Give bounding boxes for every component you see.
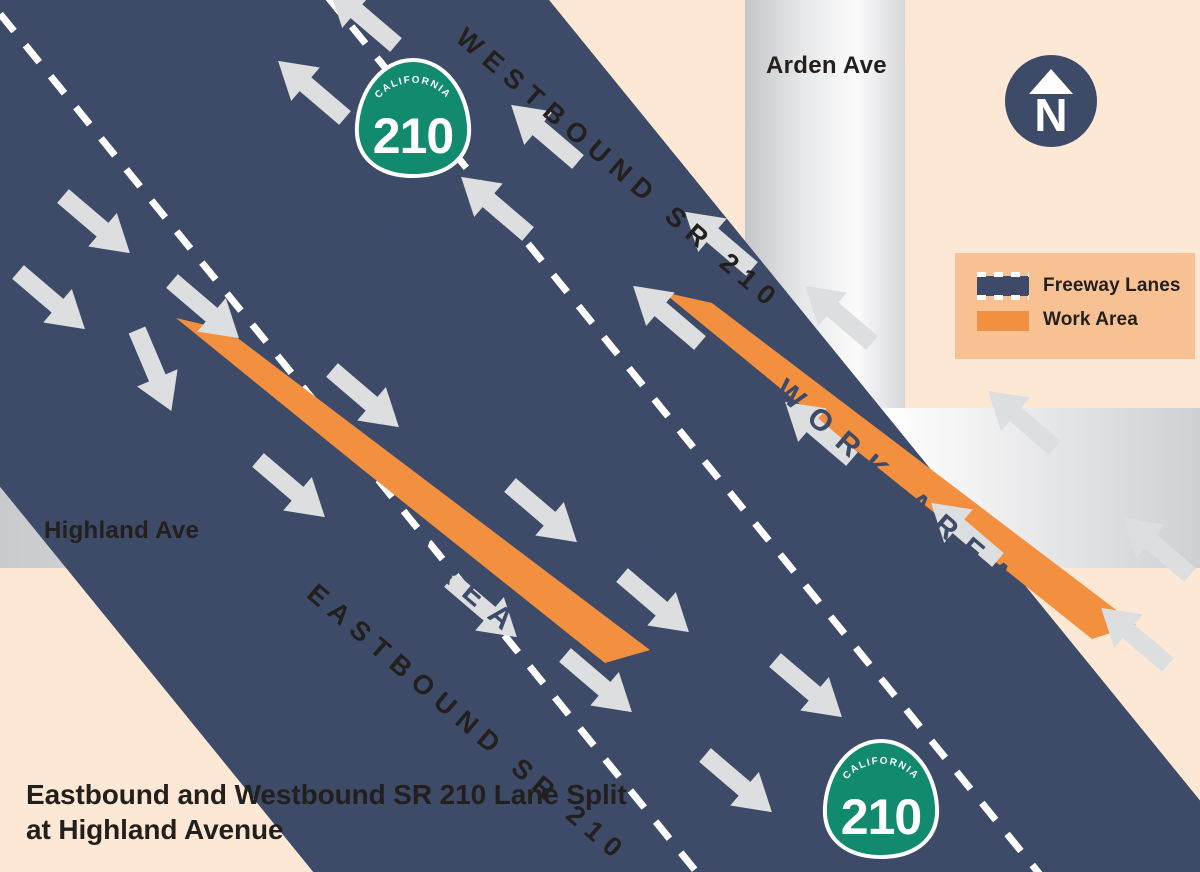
route-shield-eastbound: CALIFORNIA 210	[822, 738, 940, 860]
freeway-lane-swatch	[977, 272, 1029, 300]
map-title-line-2: at Highland Avenue	[26, 814, 284, 845]
legend-label-freeway-lanes: Freeway Lanes	[1043, 275, 1181, 296]
freeway-lane-dash-bottom	[977, 295, 1029, 300]
street-label-highland-ave: Highland Ave	[44, 517, 200, 544]
street-label-arden-ave: Arden Ave	[766, 52, 887, 79]
freeway-lane-dash-top	[977, 272, 1029, 277]
legend-item-work-area: Work Area	[977, 303, 1195, 337]
route-shield-westbound: CALIFORNIA 210	[354, 57, 472, 179]
legend-item-freeway-lanes: Freeway Lanes	[977, 269, 1195, 303]
eastbound-work-area	[176, 318, 650, 663]
road-eastbound-sr-210: CALIFORNIA 210	[0, 0, 940, 872]
map-title-line-1: Eastbound and Westbound SR 210 Lane Spli…	[26, 779, 627, 810]
legend-label-work-area: Work Area	[1043, 309, 1138, 330]
westbound-lane-divider	[325, 0, 1043, 872]
shield-number-westbound: 210	[373, 108, 453, 164]
map-legend: Freeway Lanes Work Area	[955, 253, 1195, 359]
eastbound-road-surface	[0, 0, 917, 872]
eastbound-lane-divider	[0, 8, 702, 872]
north-arrow-icon: N	[1005, 55, 1097, 147]
compass-rose: N	[1003, 53, 1099, 149]
westbound-work-area	[663, 292, 1136, 639]
shield-number-eastbound: 210	[841, 789, 921, 845]
compass-north-label: N	[1034, 89, 1067, 141]
map-title: Eastbound and Westbound SR 210 Lane Spli…	[26, 777, 706, 847]
work-area-swatch	[977, 307, 1029, 333]
